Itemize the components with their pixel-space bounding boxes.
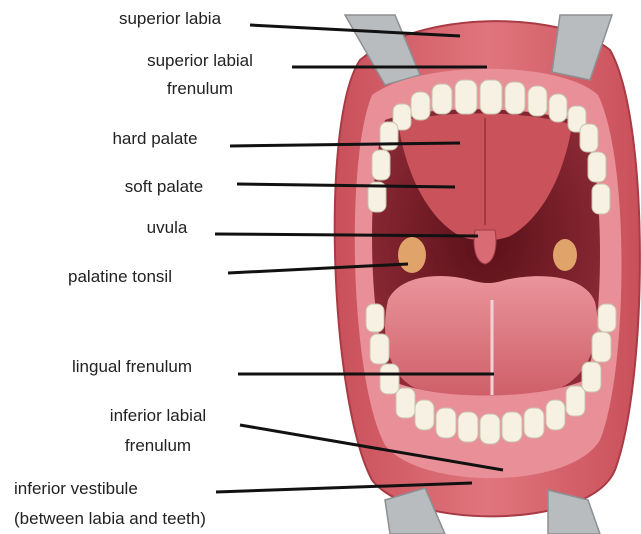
retractor-bottom-right xyxy=(548,490,600,534)
label-inferior-vestibule: inferior vestibule xyxy=(14,478,138,500)
label-lingual-frenulum: lingual frenulum xyxy=(72,356,192,378)
label-soft-palate: soft palate xyxy=(125,176,203,198)
tonsil-left xyxy=(398,237,426,273)
label-inferior-labial-frenulum-line1: inferior labial xyxy=(110,405,206,427)
label-superior-labial-frenulum-line1: superior labial xyxy=(147,50,253,72)
label-superior-labial-frenulum-line2: frenulum xyxy=(167,78,233,100)
label-superior-labia: superior labia xyxy=(119,8,221,30)
label-inferior-labial-frenulum-line2: frenulum xyxy=(125,435,191,457)
label-palatine-tonsil: palatine tonsil xyxy=(68,266,172,288)
leader-uvula xyxy=(215,234,478,236)
label-inferior-vestibule-note: (between labia and teeth) xyxy=(14,508,206,530)
label-uvula: uvula xyxy=(147,217,188,239)
label-hard-palate: hard palate xyxy=(112,128,197,150)
tonsil-right xyxy=(553,239,577,271)
